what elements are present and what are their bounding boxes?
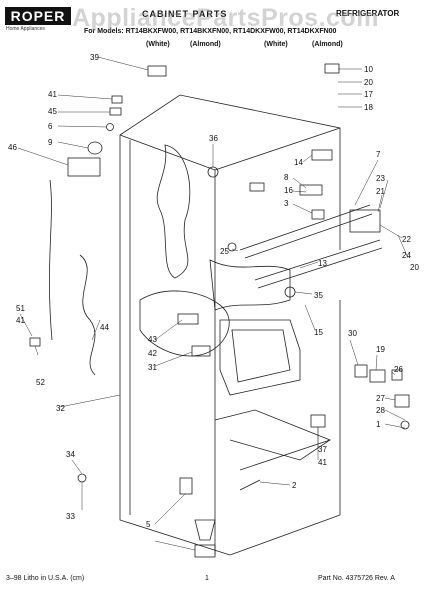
sheet-title: CABINET PARTS [142,9,228,19]
callout-8: 8 [284,173,289,182]
roper-logo: ROPER [5,7,71,25]
callout-44: 44 [100,323,109,332]
callout-51: 51 [16,304,25,313]
callout-45: 45 [48,107,57,116]
callout-13: 13 [318,259,327,268]
footer-page-number: 1 [205,575,209,582]
callout-37: 37 [318,445,327,454]
callout-35: 35 [314,291,323,300]
callout-30: 30 [348,329,357,338]
callout-28: 28 [376,406,385,415]
callout-17: 17 [364,90,373,99]
logo-tagline: Home Appliances [6,26,45,32]
callout-32: 32 [56,404,65,413]
callout-22: 22 [402,235,411,244]
callout-43: 43 [148,335,157,344]
color-label-4: (Almond) [312,41,343,48]
callout-16: 16 [284,186,293,195]
leader-lines [17,56,409,551]
callout-6: 6 [48,122,53,131]
callout-39: 39 [90,53,99,62]
callout-36: 36 [209,134,218,143]
callout-1: 1 [376,420,381,429]
callout-20: 20 [410,263,419,272]
callout-18: 18 [364,103,373,112]
cabinet-drawing [29,63,410,558]
callout-34: 34 [66,450,75,459]
callout-24: 24 [402,251,411,260]
callout-26: 26 [394,365,403,374]
callout-7: 7 [376,150,381,159]
callout-27: 27 [376,394,385,403]
callout-9: 9 [48,138,53,147]
callout-2: 2 [292,481,297,490]
callout-5: 5 [146,520,151,529]
callout-23: 23 [376,174,385,183]
callout-46: 46 [8,143,17,152]
color-label-1: (White) [146,41,170,48]
callout-41: 41 [48,90,57,99]
callout-15: 15 [314,328,323,337]
footer-litho: 3–98 Litho in U.S.A. (cm) [6,575,85,582]
watermark: AppliancePartsPros.com [72,4,379,32]
callout-10: 10 [364,65,373,74]
callout-19: 19 [376,345,385,354]
footer-part-number: Part No. 4375726 Rev. A [318,575,395,582]
callout-42: 42 [148,349,157,358]
callout-20: 20 [364,78,373,87]
model-list: For Models: RT14BKXFW00, RT14BKXFN00, RT… [84,28,337,35]
callout-31: 31 [148,363,157,372]
color-label-2: (Almond) [190,41,221,48]
callout-33: 33 [66,512,75,521]
callout-41: 41 [318,458,327,467]
callout-numbers: 1020171839414569463614816372321222420251… [8,53,419,529]
product-name: REFRIGERATOR [336,9,400,18]
callout-25: 25 [220,247,229,256]
color-label-3: (White) [264,41,288,48]
callout-41: 41 [16,316,25,325]
callout-52: 52 [36,378,45,387]
callout-21: 21 [376,187,385,196]
callout-3: 3 [284,199,289,208]
callout-14: 14 [294,158,303,167]
